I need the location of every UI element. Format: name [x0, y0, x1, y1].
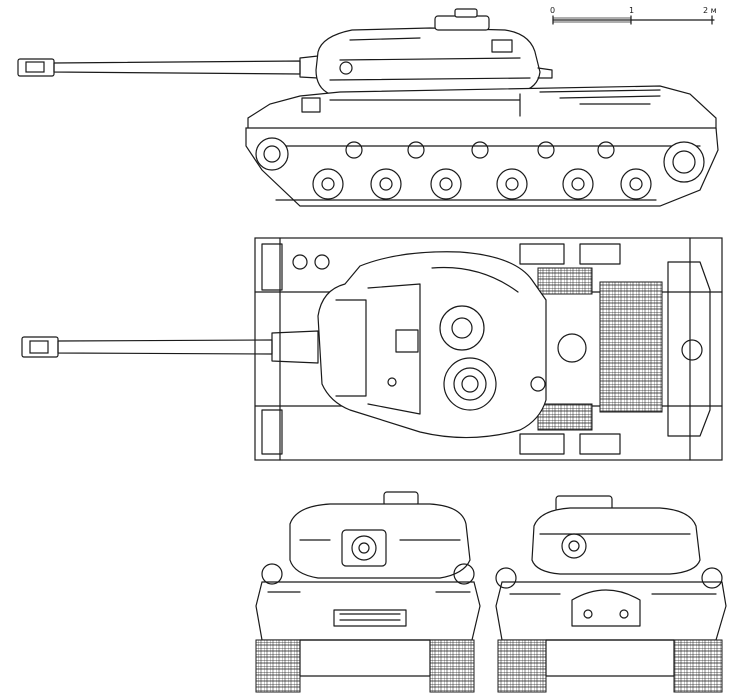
scale-tick-0: 0: [550, 6, 555, 15]
rear-view: [495, 495, 727, 693]
top-gun-barrel: [21, 330, 319, 364]
scale-bar: 0 1 2 м: [550, 6, 717, 25]
front-tracks: [255, 639, 475, 693]
top-engine-grille: [537, 261, 711, 437]
top-view: [21, 237, 723, 461]
front-turret: [289, 491, 471, 579]
side-turret: [315, 8, 553, 95]
side-gun-barrel: [17, 55, 319, 79]
front-view: [255, 491, 481, 693]
scale-tick-1: 1: [629, 6, 634, 15]
rear-tracks: [497, 639, 723, 693]
side-hull: [247, 85, 717, 131]
side-view: [17, 8, 719, 207]
side-track: [245, 127, 719, 207]
side-return-rollers: [345, 141, 615, 159]
side-road-wheels: [312, 168, 652, 200]
scale-tick-2: 2 м: [703, 6, 717, 15]
rear-hull: [495, 567, 727, 641]
top-turret: [317, 251, 547, 439]
rear-turret: [531, 495, 701, 575]
